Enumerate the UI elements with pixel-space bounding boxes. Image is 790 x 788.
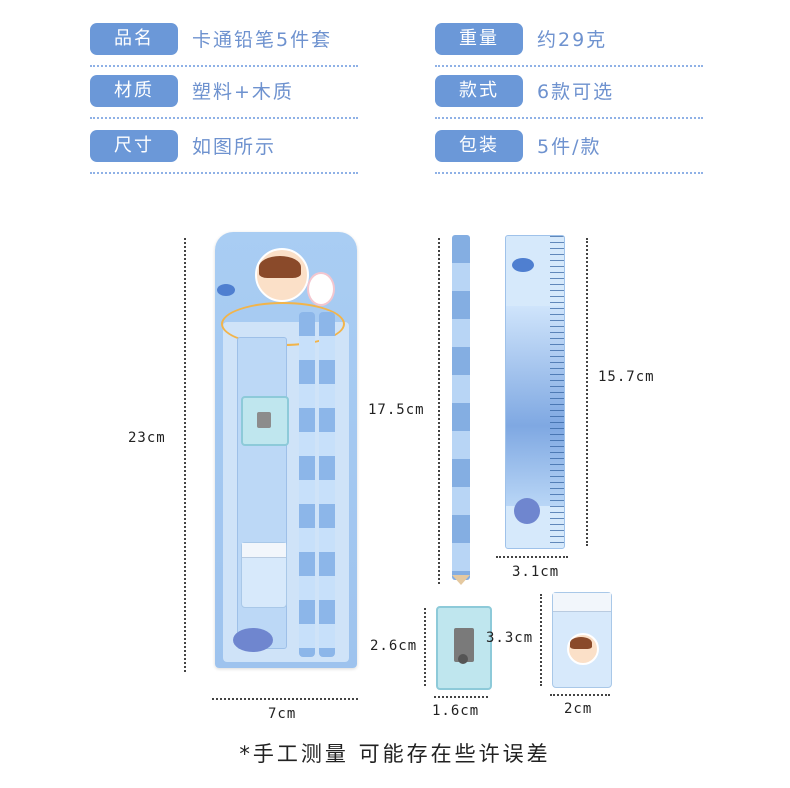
ruler: [505, 235, 565, 549]
spec-value: 塑料+木质: [192, 81, 294, 103]
pencil-length-label: 17.5cm: [368, 402, 425, 418]
pencil: [452, 235, 470, 580]
hair-decoration: [570, 637, 592, 649]
screw-icon: [458, 654, 468, 664]
divider: [435, 117, 703, 119]
eraser: [552, 592, 612, 688]
ruler-length-line: [586, 238, 588, 546]
spec-value: 如图所示: [192, 136, 277, 158]
pencil-in-package: [299, 312, 315, 657]
sharpener: [436, 606, 492, 690]
spec-value: 卡通铅笔5件套: [192, 29, 333, 51]
bunny-icon: [307, 272, 335, 306]
eraser-sleeve: [553, 593, 611, 612]
blade-icon: [454, 628, 474, 662]
eraser-sleeve: [242, 543, 286, 558]
spec-value: 5件/款: [537, 136, 602, 158]
sharpener-height-label: 2.6cm: [370, 638, 418, 654]
eraser-width-line: [550, 694, 610, 696]
ruler-length-label: 15.7cm: [598, 369, 655, 385]
card-height-line: [184, 238, 186, 672]
spec-label: 材质: [90, 75, 178, 107]
ruler-width-line: [496, 556, 568, 558]
spec-value: 6款可选: [537, 81, 615, 103]
sharpener-height-line: [424, 608, 426, 686]
pencil-tip: [452, 575, 470, 585]
eraser-in-package: [241, 542, 287, 608]
product-card: [215, 232, 357, 668]
ruler-scale: [550, 236, 564, 548]
eraser-height-label: 3.3cm: [486, 630, 534, 646]
sharpener-width-line: [434, 696, 488, 698]
planet-icon: [514, 498, 540, 524]
ruler-width-label: 3.1cm: [512, 564, 560, 580]
eraser-width-label: 2cm: [564, 701, 593, 717]
spec-label: 品名: [90, 23, 178, 55]
divider: [435, 65, 703, 67]
planet-decoration: [233, 628, 273, 652]
spec-label: 包装: [435, 130, 523, 162]
card-height-label: 23cm: [128, 430, 166, 446]
card-width-label: 7cm: [268, 706, 297, 722]
divider: [90, 172, 358, 174]
sharpener-width-label: 1.6cm: [432, 703, 480, 719]
divider: [90, 65, 358, 67]
pencil-length-line: [438, 238, 440, 584]
spec-label: 重量: [435, 23, 523, 55]
eraser-height-line: [540, 594, 542, 686]
divider: [90, 117, 358, 119]
spec-label: 款式: [435, 75, 523, 107]
divider: [435, 172, 703, 174]
sharpener-in-package: [241, 396, 289, 446]
blade-icon: [257, 412, 271, 428]
ufo-icon: [217, 284, 235, 296]
spec-label: 尺寸: [90, 130, 178, 162]
card-width-line: [212, 698, 358, 700]
ufo-icon: [512, 258, 534, 272]
pencil-in-package: [319, 312, 335, 657]
hair-decoration: [259, 256, 301, 278]
measurement-note: *手工测量 可能存在些许误差: [239, 742, 551, 766]
spec-value: 约29克: [537, 29, 608, 51]
